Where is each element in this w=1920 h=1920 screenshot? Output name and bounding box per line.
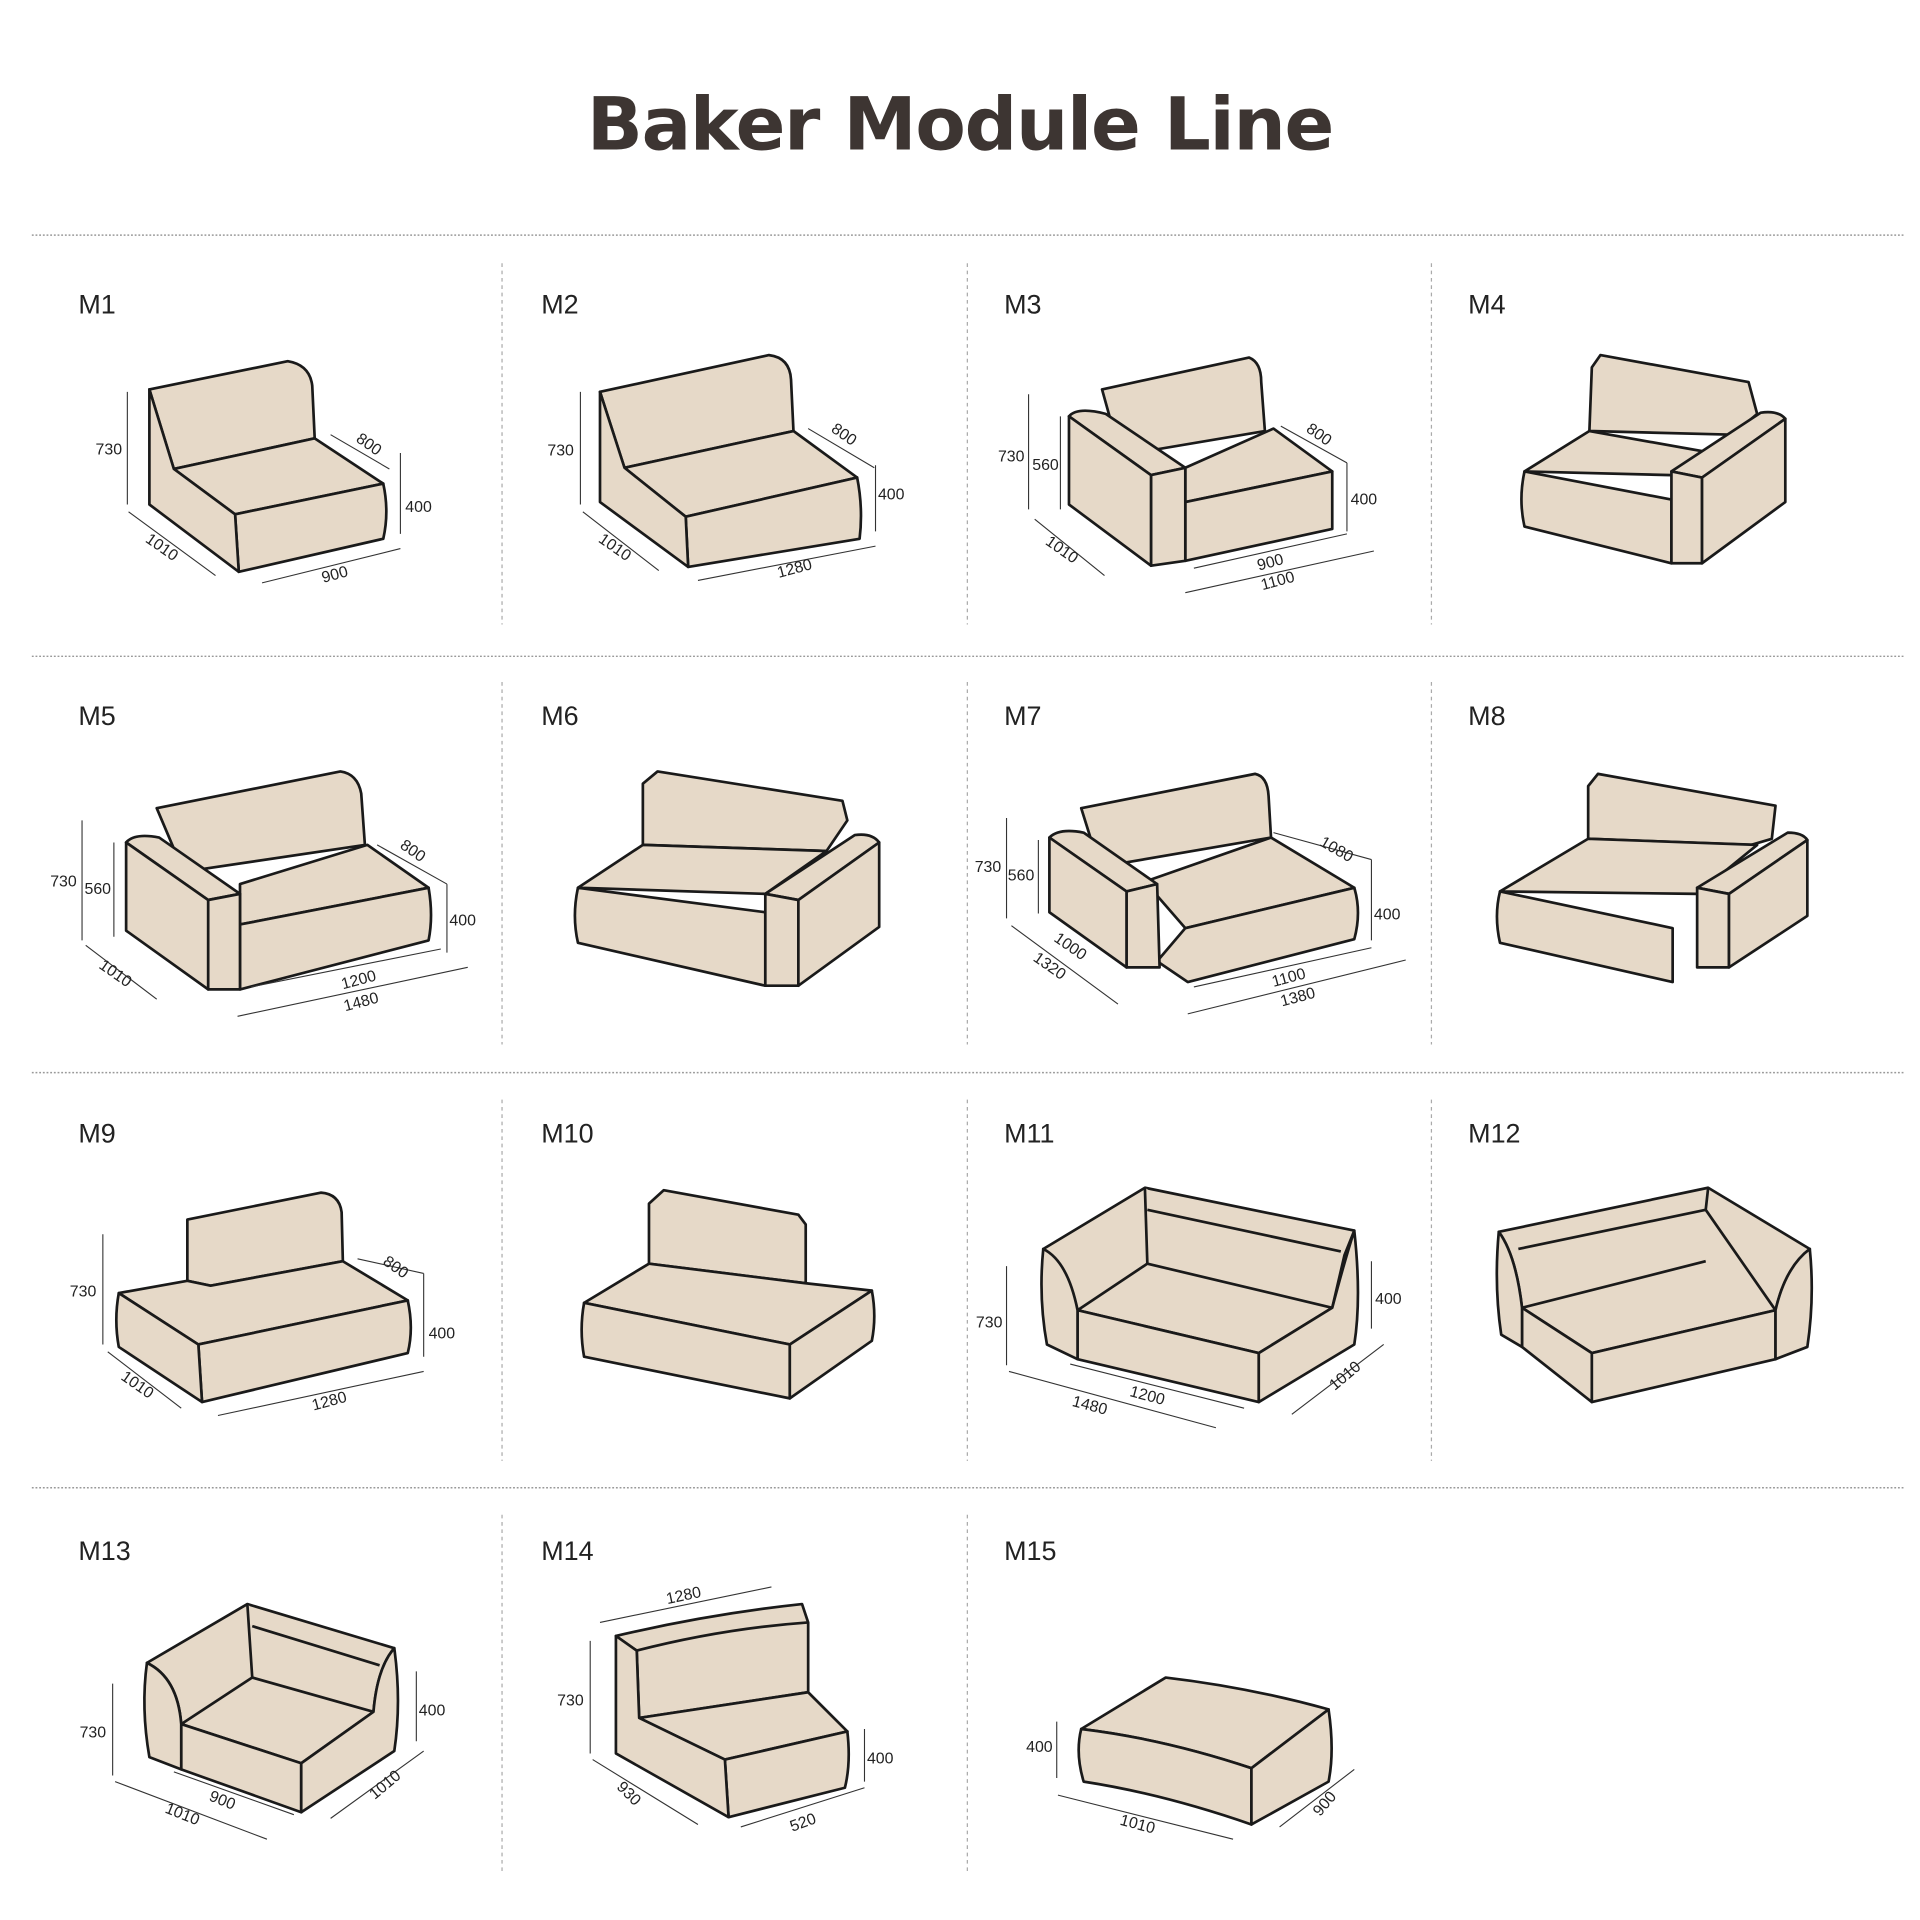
dimension-label: 1200 bbox=[339, 968, 378, 994]
dimension-label: 1280 bbox=[775, 556, 814, 582]
dimension-label: 400 bbox=[1374, 907, 1401, 924]
module-label: M12 bbox=[1468, 1118, 1520, 1148]
module-m9: M9 730 800 400 1010 1280 bbox=[70, 1118, 456, 1417]
module-m12: M12 bbox=[1468, 1118, 1814, 1404]
module-m2: M2 730 800 400 1010 1280 bbox=[541, 289, 904, 581]
dimension-label: 1320 bbox=[1030, 949, 1069, 983]
dimension-label: 730 bbox=[547, 443, 574, 460]
dimension-label: 1010 bbox=[96, 957, 135, 991]
module-label: M5 bbox=[78, 701, 115, 731]
module-label: M15 bbox=[1004, 1536, 1056, 1566]
dimension-label: 400 bbox=[878, 487, 905, 504]
dimension-label: 930 bbox=[613, 1779, 644, 1810]
dimension-label: 1380 bbox=[1279, 985, 1318, 1011]
dimension-label: 800 bbox=[828, 420, 860, 449]
dimension-label: 730 bbox=[50, 874, 77, 891]
module-m8: M8 bbox=[1468, 701, 1809, 984]
module-m5: M5 730 560 800 400 1010 1200 1480 bbox=[50, 701, 476, 1017]
dimension-label: 900 bbox=[207, 1788, 238, 1814]
module-m3: M3 730 560 800 400 1010 900 1100 bbox=[998, 289, 1377, 594]
dimension-label: 560 bbox=[1032, 457, 1059, 474]
dimension-label: 520 bbox=[788, 1810, 819, 1835]
module-m14: M14 1280 730 400 930 520 bbox=[541, 1536, 893, 1836]
module-label: M9 bbox=[78, 1118, 115, 1148]
dimension-label: 560 bbox=[1008, 867, 1035, 884]
dimension-label: 400 bbox=[419, 1703, 446, 1720]
dimension-label: 730 bbox=[80, 1725, 107, 1742]
dimension-label: 800 bbox=[397, 837, 429, 866]
module-label: M2 bbox=[541, 289, 578, 319]
dimension-label: 730 bbox=[557, 1693, 584, 1710]
dimension-label: 1480 bbox=[342, 990, 381, 1016]
dimension-label: 800 bbox=[380, 1253, 412, 1282]
dimension-label: 1280 bbox=[310, 1389, 349, 1415]
dimension-label: 1010 bbox=[1042, 533, 1081, 567]
dimension-label: 1080 bbox=[1317, 834, 1356, 866]
dimension-label: 730 bbox=[975, 859, 1002, 876]
dimension-label: 900 bbox=[320, 563, 350, 586]
dimension-label: 400 bbox=[405, 499, 432, 516]
dimension-label: 400 bbox=[429, 1325, 456, 1342]
module-m11: M11 730 400 1200 1480 1010 bbox=[976, 1118, 1402, 1429]
module-m4: M4 bbox=[1468, 289, 1787, 565]
module-label: M11 bbox=[1004, 1118, 1054, 1148]
module-m7: M7 730 560 1080 400 1000 1320 1100 1380 bbox=[975, 701, 1406, 1015]
dimension-label: 900 bbox=[1255, 551, 1285, 574]
dimension-label: 730 bbox=[976, 1314, 1003, 1331]
page-title: Baker Module Line bbox=[587, 82, 1333, 167]
module-label: M13 bbox=[78, 1536, 130, 1566]
module-m1: M1 730 800 400 1010 900 bbox=[78, 289, 432, 586]
module-label: M7 bbox=[1004, 701, 1041, 731]
dimension-label: 1010 bbox=[118, 1368, 157, 1402]
module-label: M14 bbox=[541, 1536, 593, 1566]
dimension-label: 560 bbox=[84, 881, 111, 898]
dimension-label: 1010 bbox=[366, 1767, 404, 1803]
dimension-label: 400 bbox=[1026, 1739, 1053, 1756]
module-label: M8 bbox=[1468, 701, 1505, 731]
dimension-label: 730 bbox=[998, 449, 1025, 466]
dimension-label: 400 bbox=[867, 1750, 894, 1767]
module-label: M4 bbox=[1468, 289, 1505, 319]
module-label: M6 bbox=[541, 701, 578, 731]
dimension-label: 1010 bbox=[595, 531, 634, 565]
dimension-label: 730 bbox=[96, 441, 123, 458]
dimension-label: 1010 bbox=[163, 1800, 202, 1829]
dimension-label: 800 bbox=[1303, 420, 1335, 449]
module-label: M1 bbox=[78, 289, 115, 319]
grid-dividers bbox=[31, 234, 1906, 1874]
dimension-label: 1010 bbox=[1118, 1812, 1157, 1838]
dimension-label: 1280 bbox=[665, 1584, 703, 1608]
dimension-label: 800 bbox=[353, 430, 385, 459]
dimension-label: 400 bbox=[1375, 1291, 1402, 1308]
module-label: M10 bbox=[541, 1118, 593, 1148]
module-label: M3 bbox=[1004, 289, 1041, 319]
dimension-label: 400 bbox=[449, 913, 476, 930]
module-m15: M15 400 1010 900 bbox=[1004, 1536, 1355, 1840]
dimension-label: 400 bbox=[1351, 491, 1378, 508]
dimension-label: 730 bbox=[70, 1284, 97, 1301]
module-m13: M13 730 400 900 1010 1010 bbox=[78, 1536, 446, 1840]
module-m6: M6 bbox=[541, 701, 881, 988]
dimension-label: 900 bbox=[1310, 1788, 1340, 1819]
module-m10: M10 bbox=[541, 1118, 876, 1400]
